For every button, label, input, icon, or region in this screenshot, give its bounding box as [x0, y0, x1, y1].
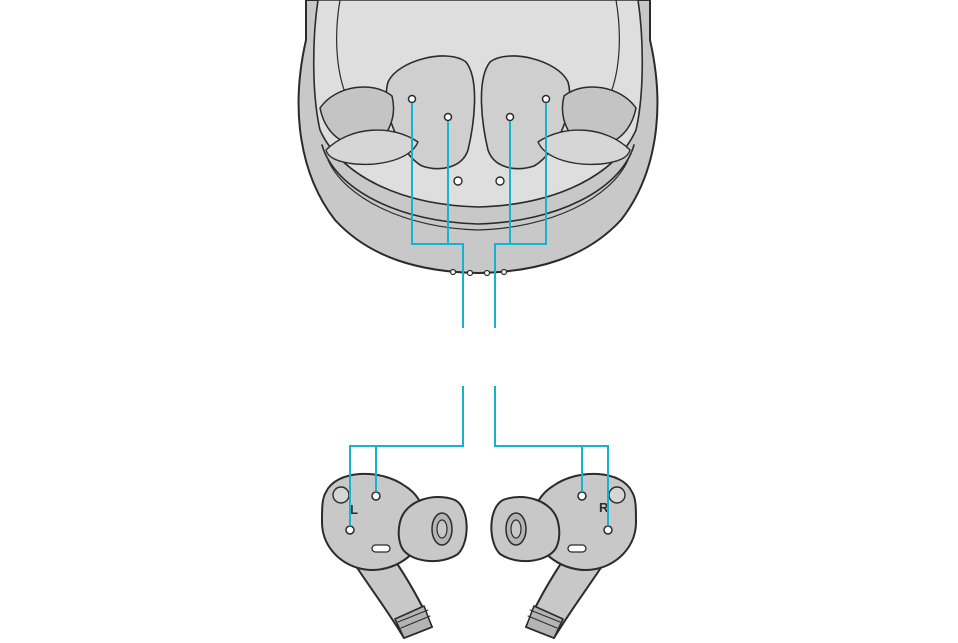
left-earbud-side-label: L [350, 502, 358, 517]
case-connector-lines [411, 103, 547, 328]
charging-case-icon [297, 0, 659, 277]
case-rim [321, 144, 635, 225]
right-earbud-icon: R [490, 473, 637, 639]
case-contact-pins [407, 94, 551, 122]
earbud-connector-lines [349, 386, 609, 526]
right-earbud-side-label: R [599, 500, 609, 515]
left-earbud-icon: L [321, 473, 468, 639]
case-indicator-leds [449, 268, 508, 277]
